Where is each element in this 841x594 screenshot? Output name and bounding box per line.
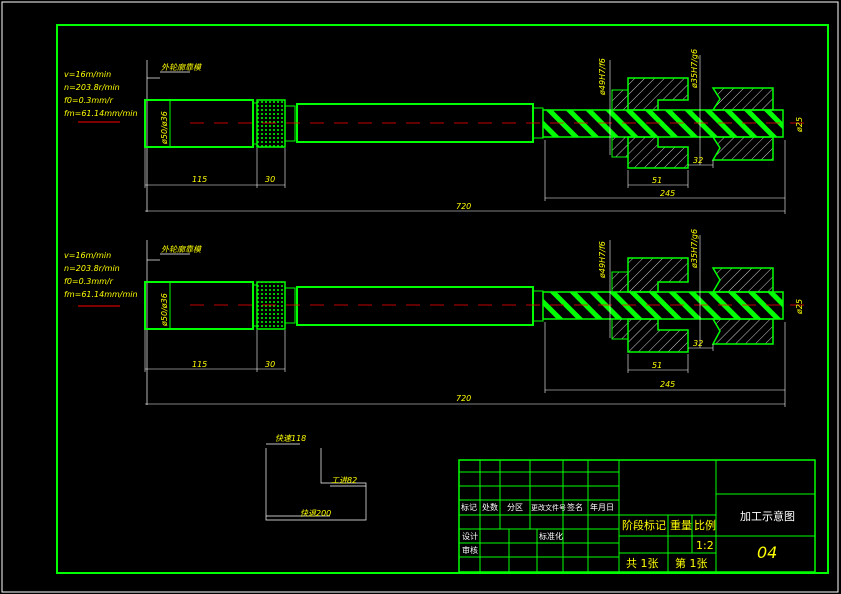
- tb-design: 设计: [462, 531, 478, 541]
- tb-scale: 1:2: [696, 539, 714, 552]
- dim-720-top: 720: [456, 202, 471, 211]
- tb-count: 处数: [482, 502, 498, 512]
- sketch-rapid-return: 快退200: [300, 509, 331, 518]
- tb-change-doc: 更改文件号: [531, 503, 566, 512]
- param-fm: fm=61.14mm/min: [64, 109, 138, 118]
- tb-sheets: 共 1张: [626, 557, 659, 570]
- leader-note-top: 外轮廓靠模: [161, 63, 203, 72]
- param-v-2: v=16m/min: [64, 251, 111, 260]
- dim-d3-top: ø35H7/g6: [690, 49, 699, 89]
- param-f0-2: f0=0.3mm/r: [64, 277, 114, 286]
- tb-code: 04: [757, 543, 777, 562]
- tb-date: 年月日: [590, 502, 614, 512]
- param-n-2: n=203.8r/min: [64, 264, 120, 273]
- tb-standardize: 标准化: [539, 531, 563, 541]
- param-f0: f0=0.3mm/r: [64, 96, 114, 105]
- leader-note-bottom: 外轮廓靠模: [161, 245, 203, 254]
- assembly-bottom: v=16m/min n=203.8r/min f0=0.3mm/r fm=61.…: [64, 229, 812, 407]
- dim-720-bottom: 720: [456, 394, 471, 403]
- motion-sketch: 快速118 工进82 快退200: [265, 434, 367, 521]
- tb-zone: 分区: [507, 503, 523, 512]
- tb-weight: 重量: [670, 518, 692, 532]
- dim-115-bottom: 115: [192, 360, 207, 369]
- dim-51-bottom: 51: [652, 361, 662, 370]
- param-block-bottom: v=16m/min n=203.8r/min f0=0.3mm/r fm=61.…: [64, 251, 138, 307]
- tb-stage: 阶段标记: [622, 518, 666, 532]
- param-n: n=203.8r/min: [64, 83, 120, 92]
- tb-mark: 标记: [461, 502, 477, 512]
- dim-51-top: 51: [652, 176, 662, 185]
- sketch-work-feed: 工进82: [331, 476, 357, 485]
- param-v: v=16m/min: [64, 70, 111, 79]
- tb-signature: 签名: [567, 502, 583, 512]
- dim-d4-top: ø25: [795, 117, 804, 133]
- dim-32-top: 32: [693, 156, 703, 165]
- tb-sheet: 第 1张: [675, 556, 708, 570]
- dim-d1-top: ø50/ø36: [160, 111, 169, 145]
- dim-30-bottom: 30: [265, 360, 275, 369]
- dim-245-top: 245: [660, 189, 675, 198]
- param-fm-2: fm=61.14mm/min: [64, 290, 138, 299]
- dim-d4-bottom: ø25: [795, 299, 804, 315]
- dim-d2-bottom: ø49H7/f6: [598, 241, 607, 279]
- assembly-top: v=16m/min n=203.8r/min f0=0.3mm/r fm=61.…: [64, 49, 812, 214]
- dim-d3-bottom: ø35H7/g6: [690, 229, 699, 269]
- dim-30-top: 30: [265, 175, 275, 184]
- dim-115-top: 115: [192, 175, 207, 184]
- dim-d2-top: ø49H7/f6: [598, 58, 607, 96]
- param-block-top: v=16m/min n=203.8r/min f0=0.3mm/r fm=61.…: [64, 70, 138, 123]
- dim-d1-bottom: ø50/ø36: [160, 293, 169, 327]
- tb-review: 审核: [462, 545, 478, 555]
- tb-scale-label: 比例: [694, 518, 716, 532]
- inner-frame: [56, 24, 829, 574]
- dim-245-bottom: 245: [660, 380, 675, 389]
- title-block: 标记 处数 分区 更改文件号 签名 年月日 设计 标准化 审核 阶段标记 重量 …: [458, 459, 816, 573]
- sketch-fast-forward: 快速118: [275, 434, 306, 443]
- tb-title: 加工示意图: [740, 509, 795, 523]
- dim-32-bottom: 32: [693, 339, 703, 348]
